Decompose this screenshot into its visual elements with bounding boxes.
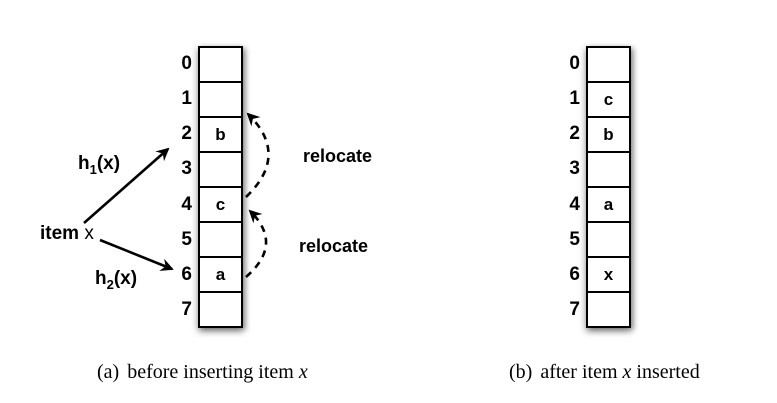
h2-subscript: 2: [106, 276, 114, 292]
relocate-arc-bottom: [245, 209, 268, 278]
array-a-index-0: 0: [181, 52, 192, 74]
caption-b-text-after: inserted: [636, 361, 700, 383]
item-word: item: [40, 223, 80, 244]
array-b-index-1: 1: [569, 87, 580, 109]
array-b-index-3: 3: [569, 158, 580, 180]
array-a-index-3: 3: [181, 158, 192, 180]
h1-args: (x): [96, 153, 121, 174]
array-a-cell-0: [200, 48, 241, 81]
relocate-label-bottom: relocate: [299, 236, 369, 256]
array-a-cell-5: [200, 221, 241, 256]
caption-a-italic-x: x: [298, 361, 308, 383]
h1-subscript: 1: [89, 161, 97, 177]
item-x-label: item x: [40, 223, 94, 245]
array-a-cell-6: a: [200, 256, 241, 291]
caption-b-text: after item: [540, 361, 618, 383]
array-a-cell-2: b: [200, 116, 241, 151]
h2-args: (x): [113, 268, 138, 289]
array-b-index-2: 2: [569, 123, 580, 145]
array-a-index-5: 5: [181, 228, 192, 250]
array-a-cell-1: [200, 81, 241, 116]
array-b-index-0: 0: [569, 52, 580, 74]
array-b-index-5: 5: [569, 228, 580, 250]
array-a-index-7: 7: [181, 299, 192, 321]
array-a-index-4: 4: [181, 193, 192, 215]
array-b-cell-2: b: [588, 116, 629, 151]
h1-base: h: [78, 153, 90, 174]
caption-a-prefix: (a): [97, 361, 120, 383]
caption-b-prefix: (b): [509, 361, 533, 383]
array-b-index-7: 7: [569, 299, 580, 321]
array-a-index-1: 1: [181, 87, 192, 109]
array-a-cell-3: [200, 151, 241, 186]
relocate-arc-top: [245, 112, 270, 198]
array-b-cell-6: x: [588, 256, 629, 291]
array-b-cell-4: a: [588, 186, 629, 221]
h2-base: h: [95, 268, 107, 289]
array-b-index-4: 4: [569, 193, 580, 215]
array-b-index-6: 6: [569, 264, 580, 286]
array-b-cell-5: [588, 221, 629, 256]
array-a-cell-7: [200, 291, 241, 326]
caption-b-italic-x: x: [622, 361, 632, 383]
relocate-label-top: relocate: [303, 146, 373, 166]
array-b-after: c b a x: [586, 46, 631, 328]
array-b-cell-0: [588, 48, 629, 81]
array-a-cell-4: c: [200, 186, 241, 221]
h2-function-label: h2(x): [95, 268, 137, 292]
caption-b: (b) after item x inserted: [509, 361, 700, 384]
h1-function-label: h1(x): [78, 153, 120, 177]
array-a-index-2: 2: [181, 123, 192, 145]
caption-a: (a) before inserting item x: [97, 361, 308, 384]
caption-a-text: before inserting item: [127, 361, 294, 383]
array-b-cell-7: [588, 291, 629, 326]
array-a-before: b c a: [198, 46, 243, 328]
array-b-cell-1: c: [588, 81, 629, 116]
item-x-symbol: x: [84, 223, 94, 244]
array-b-index-labels: 0 1 2 3 4 5 6 7: [548, 46, 580, 328]
array-a-index-6: 6: [181, 264, 192, 286]
array-a-index-labels: 0 1 2 3 4 5 6 7: [160, 46, 192, 328]
array-b-cell-3: [588, 151, 629, 186]
